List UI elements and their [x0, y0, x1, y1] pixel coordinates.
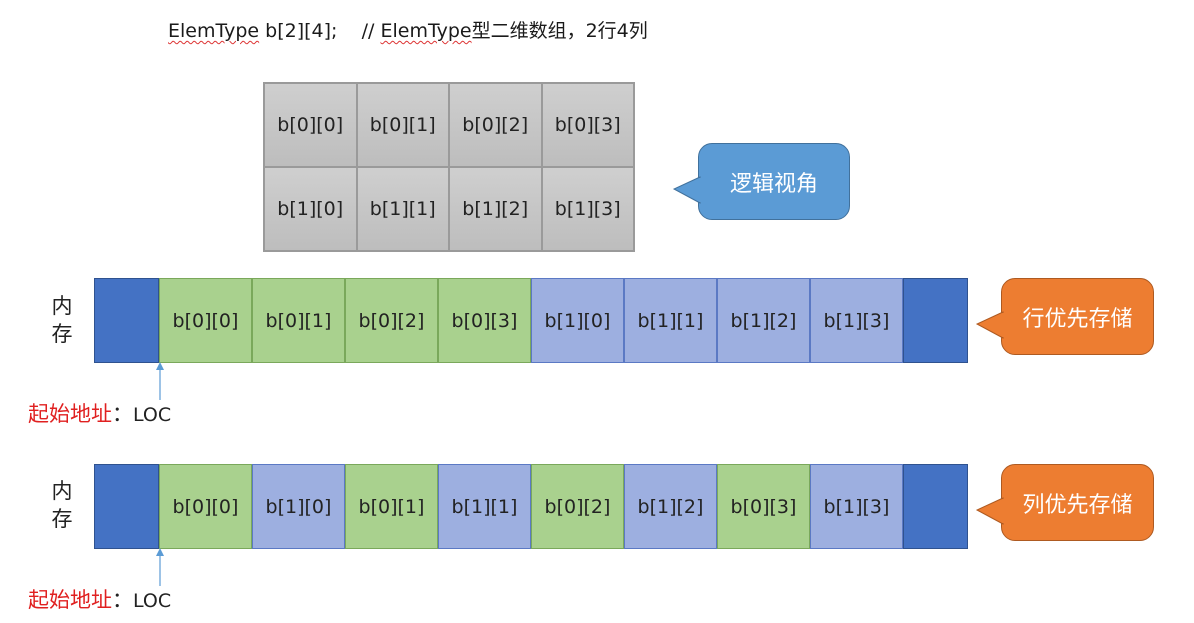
logical-cell: b[0][1]: [356, 83, 449, 167]
start-address-label: 起始地址: [28, 402, 112, 426]
memory-pad-left: [94, 278, 159, 363]
start-address-colon: ：: [112, 588, 133, 612]
memory-cell: b[1][3]: [810, 278, 903, 363]
row-start-address: 起始地址：LOC: [28, 398, 171, 428]
logical-grid: b[0][0] b[0][1] b[0][2] b[0][3] b[1][0] …: [263, 82, 635, 252]
memory-cell: b[1][2]: [624, 464, 717, 549]
col-major-callout: 列优先存储: [975, 464, 1154, 541]
memory-label-col: 内 存: [50, 477, 74, 533]
memory-cell: b[1][0]: [252, 464, 345, 549]
logical-cell: b[0][0]: [264, 83, 357, 167]
row-major-label: 行优先存储: [1022, 306, 1133, 332]
memory-cell: b[0][2]: [345, 278, 438, 363]
type-name-comment: ElemType: [380, 20, 472, 42]
col-start-address: 起始地址：LOC: [28, 584, 171, 614]
memory-label-row: 内 存: [50, 292, 74, 348]
row-major-callout: 行优先存储: [975, 278, 1154, 355]
memory-cell: b[0][1]: [252, 278, 345, 363]
logical-cell: b[1][0]: [264, 167, 357, 251]
start-address-value: LOC: [133, 404, 172, 426]
row-major-memory: b[0][0] b[0][1] b[0][2] b[0][3] b[1][0] …: [94, 278, 968, 363]
logical-cell: b[1][2]: [449, 167, 542, 251]
logical-view-label: 逻辑视角: [729, 171, 818, 197]
memory-cell: b[0][3]: [717, 464, 810, 549]
memory-label-char: 内: [51, 294, 73, 318]
memory-cell: b[0][0]: [159, 278, 252, 363]
memory-label-char: 内: [51, 479, 73, 503]
memory-cell: b[0][1]: [345, 464, 438, 549]
start-address-value: LOC: [133, 590, 172, 612]
callout-pointer: [672, 176, 703, 204]
col-major-memory: b[0][0] b[1][0] b[0][1] b[1][1] b[0][2] …: [94, 464, 968, 549]
memory-cell: b[1][1]: [624, 278, 717, 363]
start-arrow-icon: [156, 548, 164, 586]
logical-cell: b[0][3]: [541, 83, 634, 167]
memory-cell: b[0][0]: [159, 464, 252, 549]
col-major-label: 列优先存储: [1022, 492, 1133, 518]
callout-pointer: [975, 311, 1006, 339]
logical-cell: b[1][3]: [541, 167, 634, 251]
declaration-comment: 型二维数组，2行4列: [471, 20, 648, 42]
memory-cell: b[0][3]: [438, 278, 531, 363]
memory-pad-right: [903, 464, 968, 549]
logical-view-callout: 逻辑视角: [672, 143, 850, 220]
memory-label-char: 存: [51, 322, 73, 346]
memory-pad-right: [903, 278, 968, 363]
memory-cell: b[0][2]: [531, 464, 624, 549]
memory-cell: b[1][0]: [531, 278, 624, 363]
memory-pad-left: [94, 464, 159, 549]
start-address-colon: ：: [112, 402, 133, 426]
memory-cell: b[1][3]: [810, 464, 903, 549]
logical-cell: b[0][2]: [449, 83, 542, 167]
memory-label-char: 存: [51, 507, 73, 531]
start-address-label: 起始地址: [28, 588, 112, 612]
declaration-code: b[2][4]; //: [259, 20, 381, 42]
array-declaration: ElemType b[2][4]; // ElemType型二维数组，2行4列: [168, 16, 648, 43]
memory-cell: b[1][1]: [438, 464, 531, 549]
memory-cell: b[1][2]: [717, 278, 810, 363]
logical-cell: b[1][1]: [356, 167, 449, 251]
callout-pointer: [975, 497, 1006, 525]
start-arrow-icon: [156, 362, 164, 400]
type-name: ElemType: [168, 20, 260, 42]
